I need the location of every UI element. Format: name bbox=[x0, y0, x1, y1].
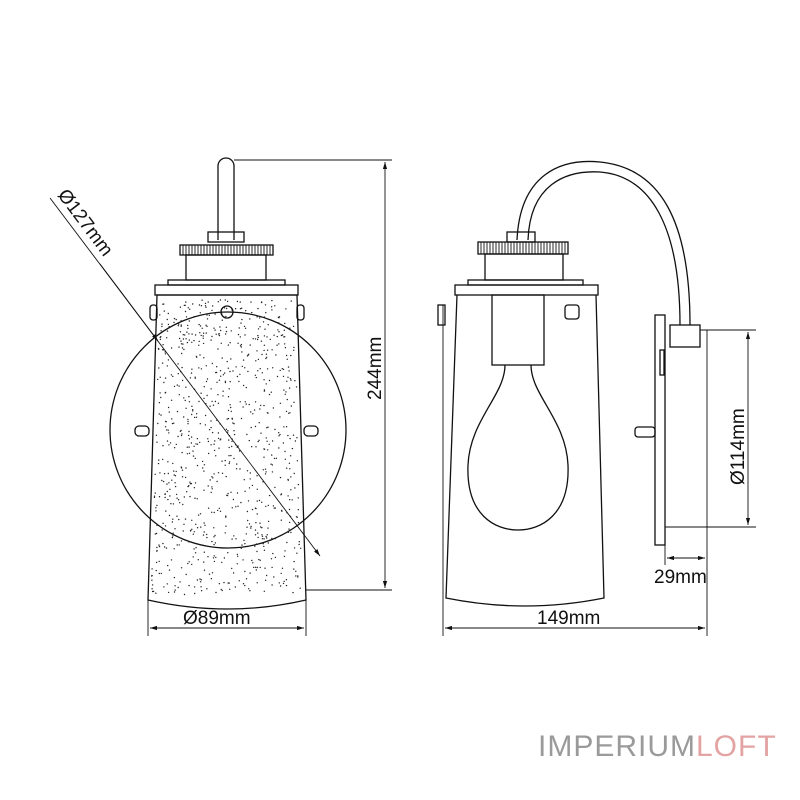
bulb bbox=[467, 364, 569, 531]
arm-outer bbox=[516, 160, 691, 326]
dim-backplate-diameter: Ø114mm bbox=[728, 408, 749, 485]
dim-shade-diameter: Ø127mm bbox=[53, 185, 117, 260]
glass-shade bbox=[147, 294, 307, 610]
collar bbox=[185, 254, 267, 281]
glass-shade bbox=[445, 294, 605, 607]
knurled-ring bbox=[179, 244, 274, 256]
dim-depth: 149mm bbox=[537, 608, 600, 629]
bulb-holder bbox=[491, 294, 545, 366]
knurl-lines bbox=[182, 245, 271, 255]
arm-inner bbox=[527, 171, 681, 326]
screw-hole bbox=[220, 305, 234, 319]
dim-glass-diameter: Ø89mm bbox=[183, 608, 251, 629]
stem bbox=[217, 157, 235, 240]
dim-backplate-thickness: 29mm bbox=[654, 567, 707, 588]
dim-height: 244mm bbox=[365, 337, 386, 400]
seeded-glass-texture bbox=[151, 299, 302, 596]
backplate-circle bbox=[109, 311, 347, 549]
front-view: Ø127mm 244mm Ø89mm bbox=[49, 157, 392, 636]
brand-logo: IMPERIUMLOFT bbox=[538, 730, 777, 763]
side-view: Ø114mm 29mm 149mm bbox=[437, 160, 756, 636]
arm-nut bbox=[669, 324, 701, 348]
top-flange bbox=[154, 284, 299, 296]
mount-screw bbox=[303, 425, 319, 437]
mount-screw bbox=[134, 425, 150, 437]
stem-nut bbox=[207, 231, 245, 243]
